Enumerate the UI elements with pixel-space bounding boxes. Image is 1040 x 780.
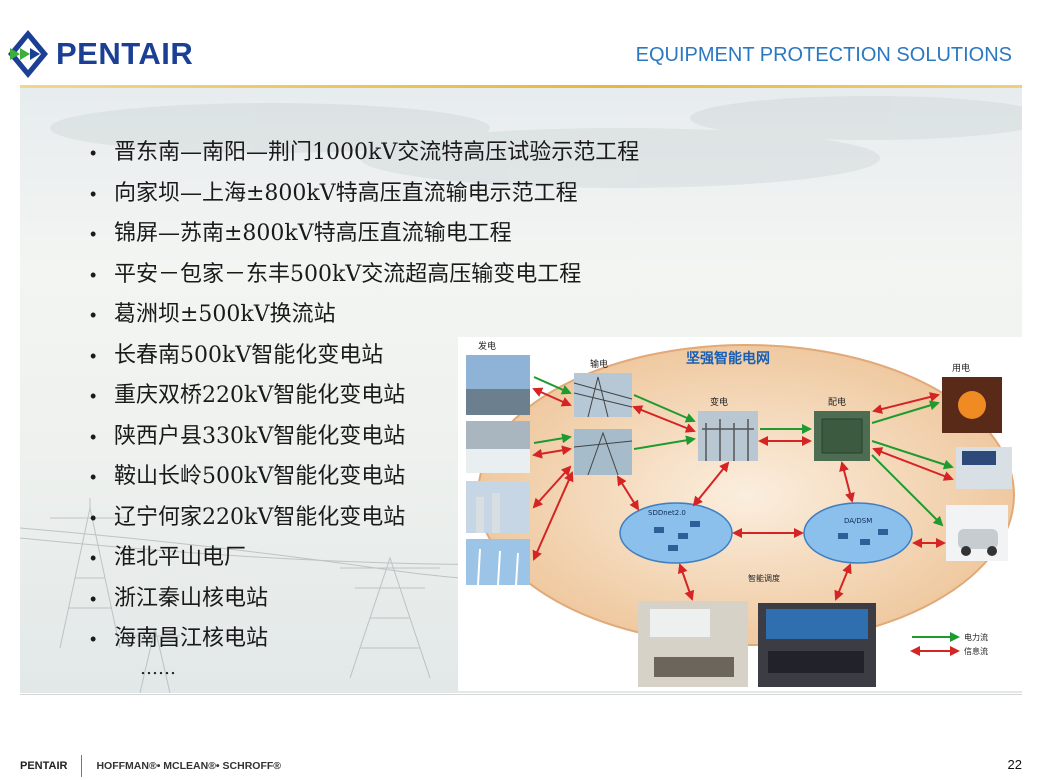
transmission-photo-2: [574, 429, 632, 475]
legend-power-label: 电力流: [964, 632, 988, 642]
gold-divider: [20, 85, 1022, 88]
logo-text: PENTAIR: [56, 36, 194, 71]
list-item: 陕西户县330kV智能化变电站: [90, 417, 639, 458]
list-item: 浙江秦山核电站: [90, 579, 639, 620]
dadsm-label: DA/DSM: [844, 517, 872, 525]
pentair-logo: PENTAIR: [6, 26, 226, 82]
list-item: 晋东南—南阳—荆门1000kV交流特高压试验示范工程: [90, 133, 639, 174]
diagram-title: 坚强智能电网: [686, 350, 770, 367]
footer-brand: PENTAIR: [20, 760, 68, 772]
list-item: 淮北平山电厂: [90, 538, 639, 579]
sdh-label: SDDnet2.0: [648, 509, 686, 517]
sub-label: 变电: [710, 396, 728, 408]
footer: PENTAIR HOFFMAN®• MCLEAN®• SCHROFF®: [20, 755, 282, 777]
legend-info-label: 信息流: [964, 646, 988, 656]
footer-divider: [20, 694, 1022, 695]
pentair-diamond-icon: [8, 30, 48, 78]
grid-ellipse: [477, 344, 1015, 646]
header-title: EQUIPMENT PROTECTION SOLUTIONS: [635, 44, 1012, 66]
list-item: 鞍山长岭500kV智能化变电站: [90, 457, 639, 498]
dispatch-label: 智能调度: [748, 573, 780, 583]
footer-subbrands: HOFFMAN®• MCLEAN®• SCHROFF®: [96, 760, 282, 772]
use-label: 用电: [952, 362, 970, 374]
page-number: 22: [1007, 757, 1022, 772]
list-item: 长春南500kV智能化变电站: [90, 336, 639, 377]
substation-photo: [698, 411, 758, 461]
list-item: 重庆双桥220kV智能化变电站: [90, 376, 639, 417]
trans-label: 输电: [590, 358, 608, 370]
list-item: 向家坝—上海±800kV特高压直流输电示范工程: [90, 174, 639, 215]
list-item: 锦屏—苏南±800kV特高压直流输电工程: [90, 214, 639, 255]
list-ellipsis: ……: [140, 658, 176, 679]
dist-label: 配电: [828, 396, 846, 408]
list-item: 海南昌江核电站: [90, 619, 639, 660]
list-item: 辽宁何家220kV智能化变电站: [90, 498, 639, 539]
project-list: 晋东南—南阳—荆门1000kV交流特高压试验示范工程 向家坝—上海±800kV特…: [90, 133, 639, 660]
list-item: 平安－包家－东丰500kV交流超高压输变电工程: [90, 255, 639, 296]
dadsm-network-cloud: [803, 502, 913, 564]
gen-label: 发电: [478, 340, 496, 352]
footer-separator: [81, 755, 83, 777]
list-item: 葛洲坝±500kV换流站: [90, 295, 639, 336]
smart-grid-diagram: 坚强智能电网 发电 输电 变电 配电 用电 SDDnet2.0 DA/DSM 智…: [458, 337, 1023, 691]
